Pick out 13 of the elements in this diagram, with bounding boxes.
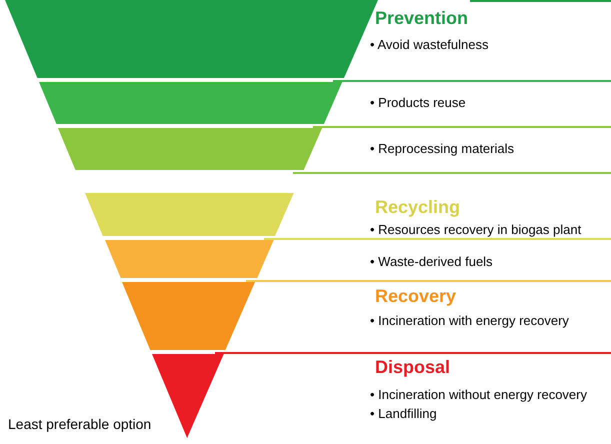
bullet-item: • Products reuse (370, 95, 466, 110)
level-heading: Recycling (375, 197, 460, 218)
level-heading: Disposal (375, 357, 450, 378)
level-heading: Prevention (375, 8, 468, 29)
level-heading: Recovery (375, 286, 456, 307)
bullet-item: • Waste-derived fuels (370, 254, 493, 269)
bullet-item: • Resources recovery in biogas plant (370, 222, 582, 237)
bullet-item: • Avoid wastefulness (370, 37, 488, 52)
note-text: Least preferable option (8, 416, 152, 432)
bullet-item: • Incineration without energy recovery (370, 387, 587, 402)
bullet-item: • Reprocessing materials (370, 141, 514, 156)
bullet-item: • Incineration with energy recovery (370, 313, 569, 328)
bullet-item: • Landfilling (370, 406, 437, 421)
